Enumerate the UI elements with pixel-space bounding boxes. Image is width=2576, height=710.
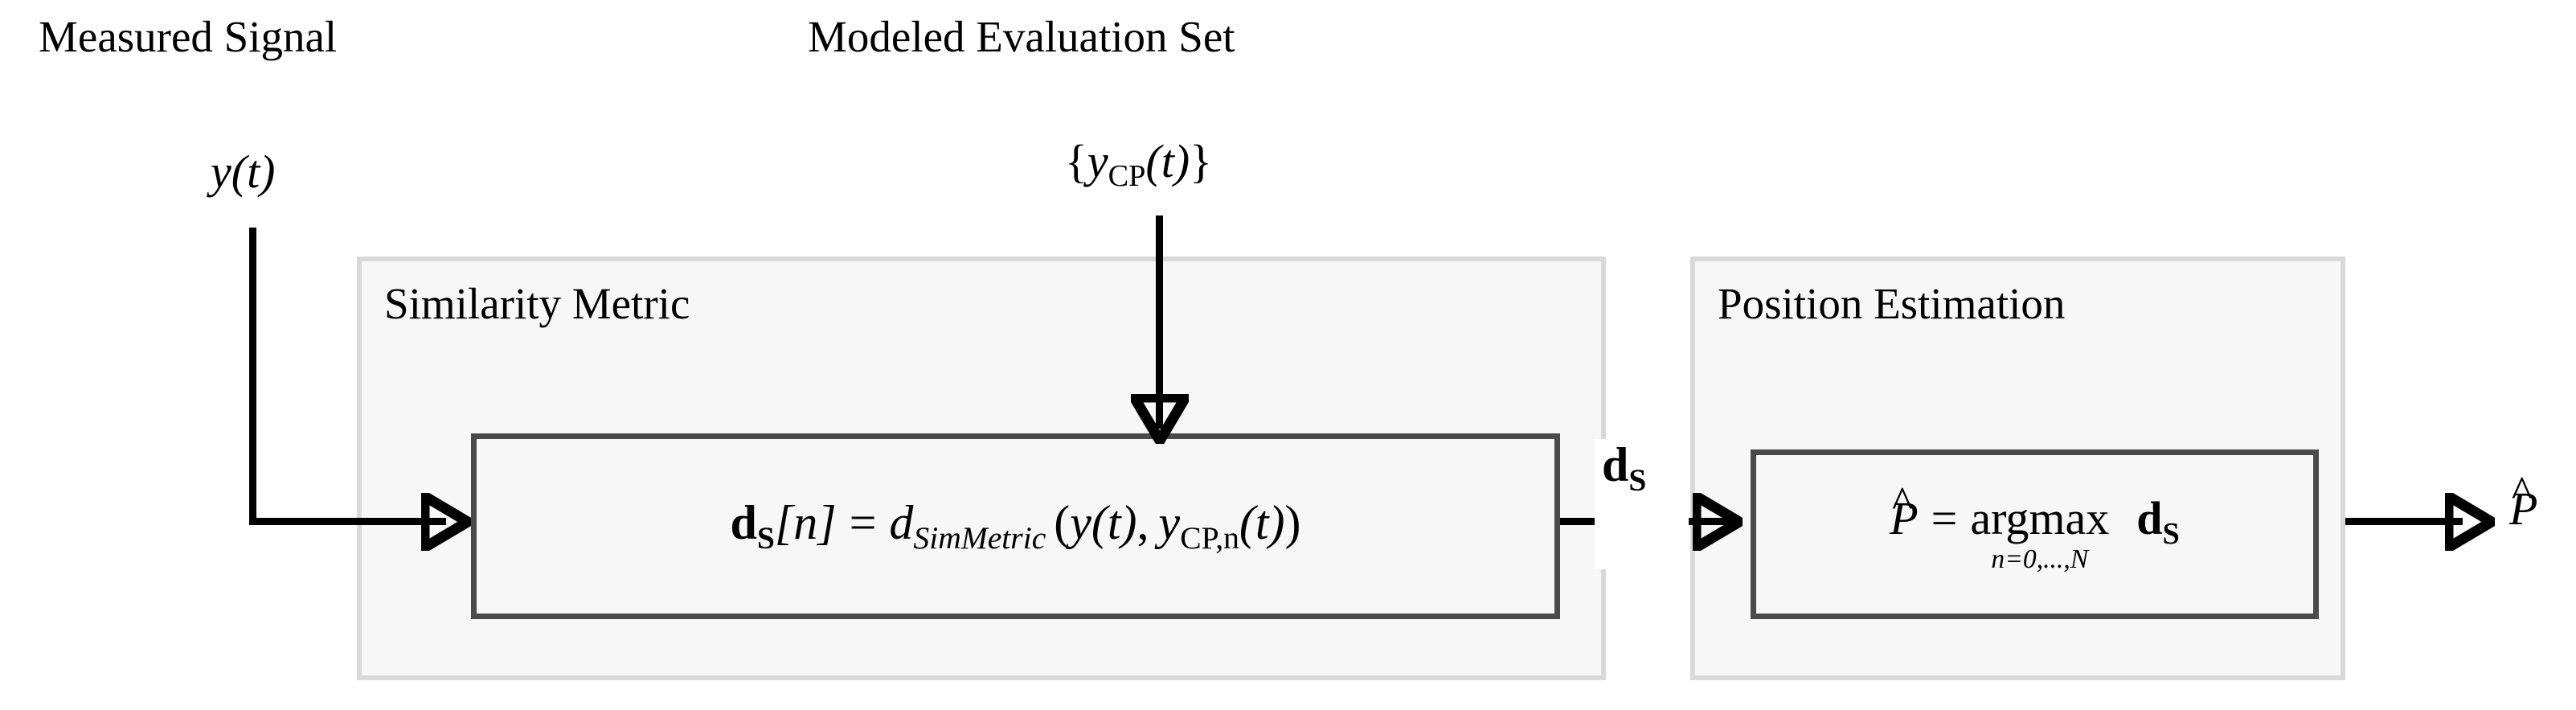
output-signal-symbol: ^ P [2509, 470, 2537, 532]
input-signal-symbol: y(t) [211, 149, 276, 195]
eq1-arg1-arg: (t) [1091, 495, 1137, 549]
eq1-separator: , [1136, 495, 1149, 549]
modeled-set-open-brace: { [1065, 135, 1087, 187]
eq2-argmax: argmax n=0,...,N [1970, 495, 2109, 573]
modeled-set-base: y [1087, 135, 1108, 187]
eq2-lhs-p-hat: ^ P [1890, 479, 1919, 545]
eq2-argmax-operator: argmax [1970, 492, 2110, 545]
intermediate-label-backdrop [1595, 439, 1689, 569]
modeled-set-symbol: {yCP(t)} [1065, 138, 1212, 192]
intermediate-vector-d: d [1602, 438, 1629, 491]
eq2-lhs-base: P [1890, 492, 1919, 545]
eq2-operand-vector: d [2136, 492, 2163, 545]
eq1-arg2-base: y [1158, 495, 1181, 549]
similarity-metric-equation-box: dS[n]=dSimMetric(y(t),yCP,n(t)) [471, 433, 1560, 619]
similarity-metric-title: Similarity Metric [384, 279, 690, 328]
intermediate-vector-sub: S [1628, 462, 1647, 498]
eq2-lhs-accent: ^ [1891, 477, 1913, 527]
modeled-evaluation-set-label: Modeled Evaluation Set [808, 12, 1235, 61]
intermediate-connector-arrowhead [1693, 493, 1743, 551]
eq2-relation: = [1931, 492, 1958, 545]
input-connector-horizontal [249, 518, 446, 525]
eq1-arg2-subscript: CP,n [1180, 519, 1239, 556]
eq1-close-paren: ) [1284, 495, 1301, 549]
modeled-set-subscript: CP [1108, 159, 1146, 194]
eq1-open-paren: ( [1054, 495, 1071, 549]
position-estimation-equation: ^ P = argmax n=0,...,N dS [1890, 479, 2180, 573]
eq1-function: d [889, 495, 914, 549]
output-p-hat: ^ P [2509, 470, 2537, 532]
intermediate-signal-label: dS [1602, 441, 1646, 496]
eq1-function-subscript: SimMetric [913, 519, 1046, 556]
eq1-index: [n] [774, 495, 837, 549]
eq2-argmax-limit: n=0,...,N [1991, 544, 2089, 575]
input-signal-arg: (t) [231, 146, 276, 198]
modeled-set-close-brace: } [1190, 135, 1212, 187]
eq1-vector-sub-s: S [756, 519, 775, 556]
similarity-metric-equation: dS[n]=dSimMetric(y(t),yCP,n(t)) [730, 499, 1300, 554]
eq2-operand: dS [2136, 495, 2180, 549]
output-connector-line [2345, 518, 2463, 525]
modeled-set-connector-vertical [1156, 215, 1163, 429]
eq1-vector-d: d [730, 495, 757, 549]
output-base: P [2509, 482, 2538, 535]
position-estimation-equation-box: ^ P = argmax n=0,...,N dS [1751, 449, 2319, 619]
output-accent: ^ [2511, 467, 2533, 517]
measured-signal-label: Measured Signal [39, 12, 338, 61]
eq2-operand-sub: S [2162, 516, 2180, 551]
position-estimation-title: Position Estimation [1718, 279, 2066, 328]
input-connector-vertical [249, 228, 256, 525]
modeled-set-arg: (t) [1145, 135, 1190, 187]
input-signal-base: y [211, 146, 231, 198]
eq1-arg1-base: y [1070, 495, 1091, 549]
output-connector-arrowhead [2445, 493, 2495, 551]
modeled-set-connector-arrowhead [1131, 394, 1189, 444]
eq1-relation: = [849, 495, 877, 549]
input-connector-arrowhead [421, 493, 471, 551]
eq1-arg2-arg: (t) [1239, 495, 1285, 549]
